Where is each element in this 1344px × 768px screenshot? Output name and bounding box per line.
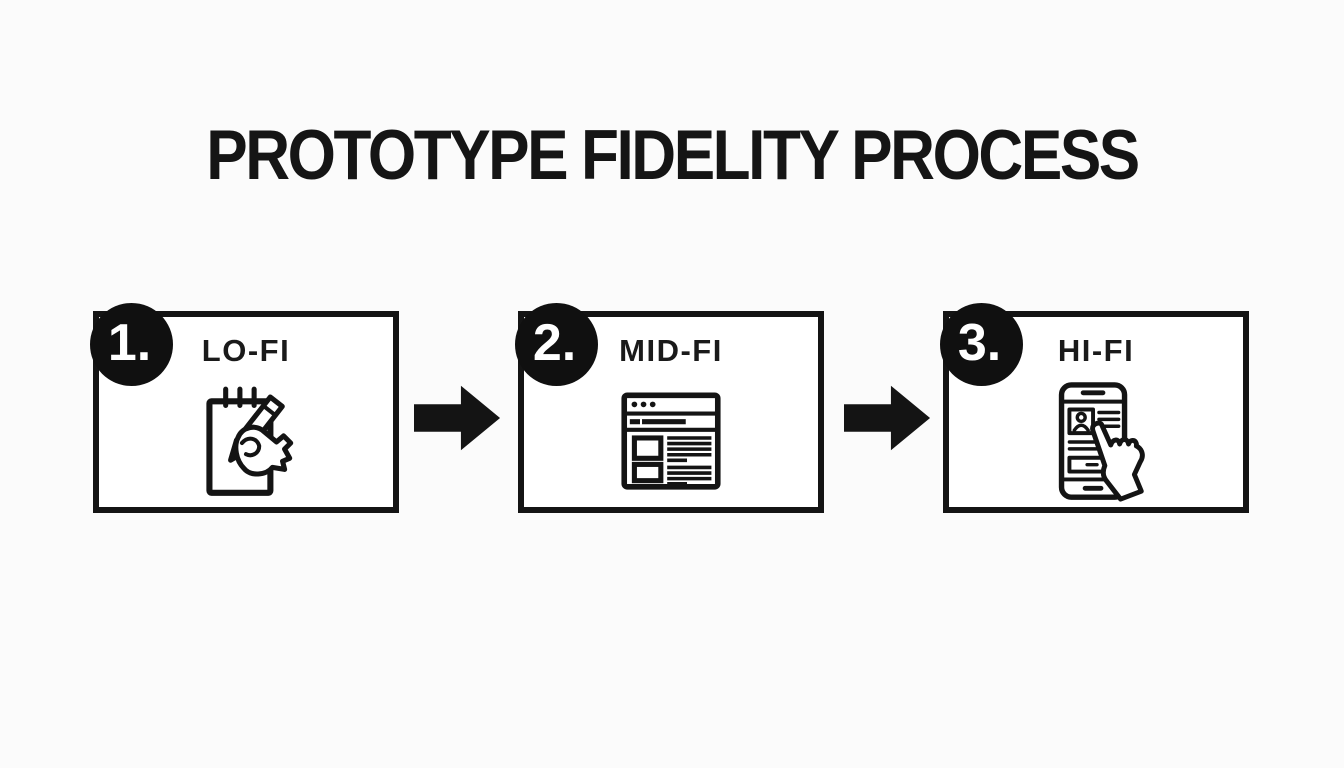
sketch-notepad-icon — [206, 386, 294, 496]
page-title: PROTOTYPE FIDELITY PROCESS — [206, 115, 1140, 195]
wireframe-browser-icon — [621, 392, 721, 490]
step-box-lo-fi: 1. LO-FI — [90, 303, 399, 513]
right-arrow-icon — [844, 385, 931, 451]
phone-tap-icon — [1058, 382, 1145, 502]
step-label: LO-FI — [201, 333, 291, 368]
right-arrow-icon — [414, 385, 501, 451]
step-box-hi-fi: 3. HI-FI — [940, 303, 1249, 513]
step-number-badge: 2. — [515, 303, 598, 386]
step-label: HI-FI — [1057, 333, 1135, 368]
step-number: 2. — [532, 313, 577, 372]
step-number-badge: 3. — [940, 303, 1023, 386]
step-box-mid-fi: 2. MID-FI — [515, 303, 824, 513]
step-number: 1. — [107, 313, 152, 372]
step-number: 3. — [957, 313, 1002, 372]
step-label: MID-FI — [619, 333, 723, 368]
step-number-badge: 1. — [90, 303, 173, 386]
